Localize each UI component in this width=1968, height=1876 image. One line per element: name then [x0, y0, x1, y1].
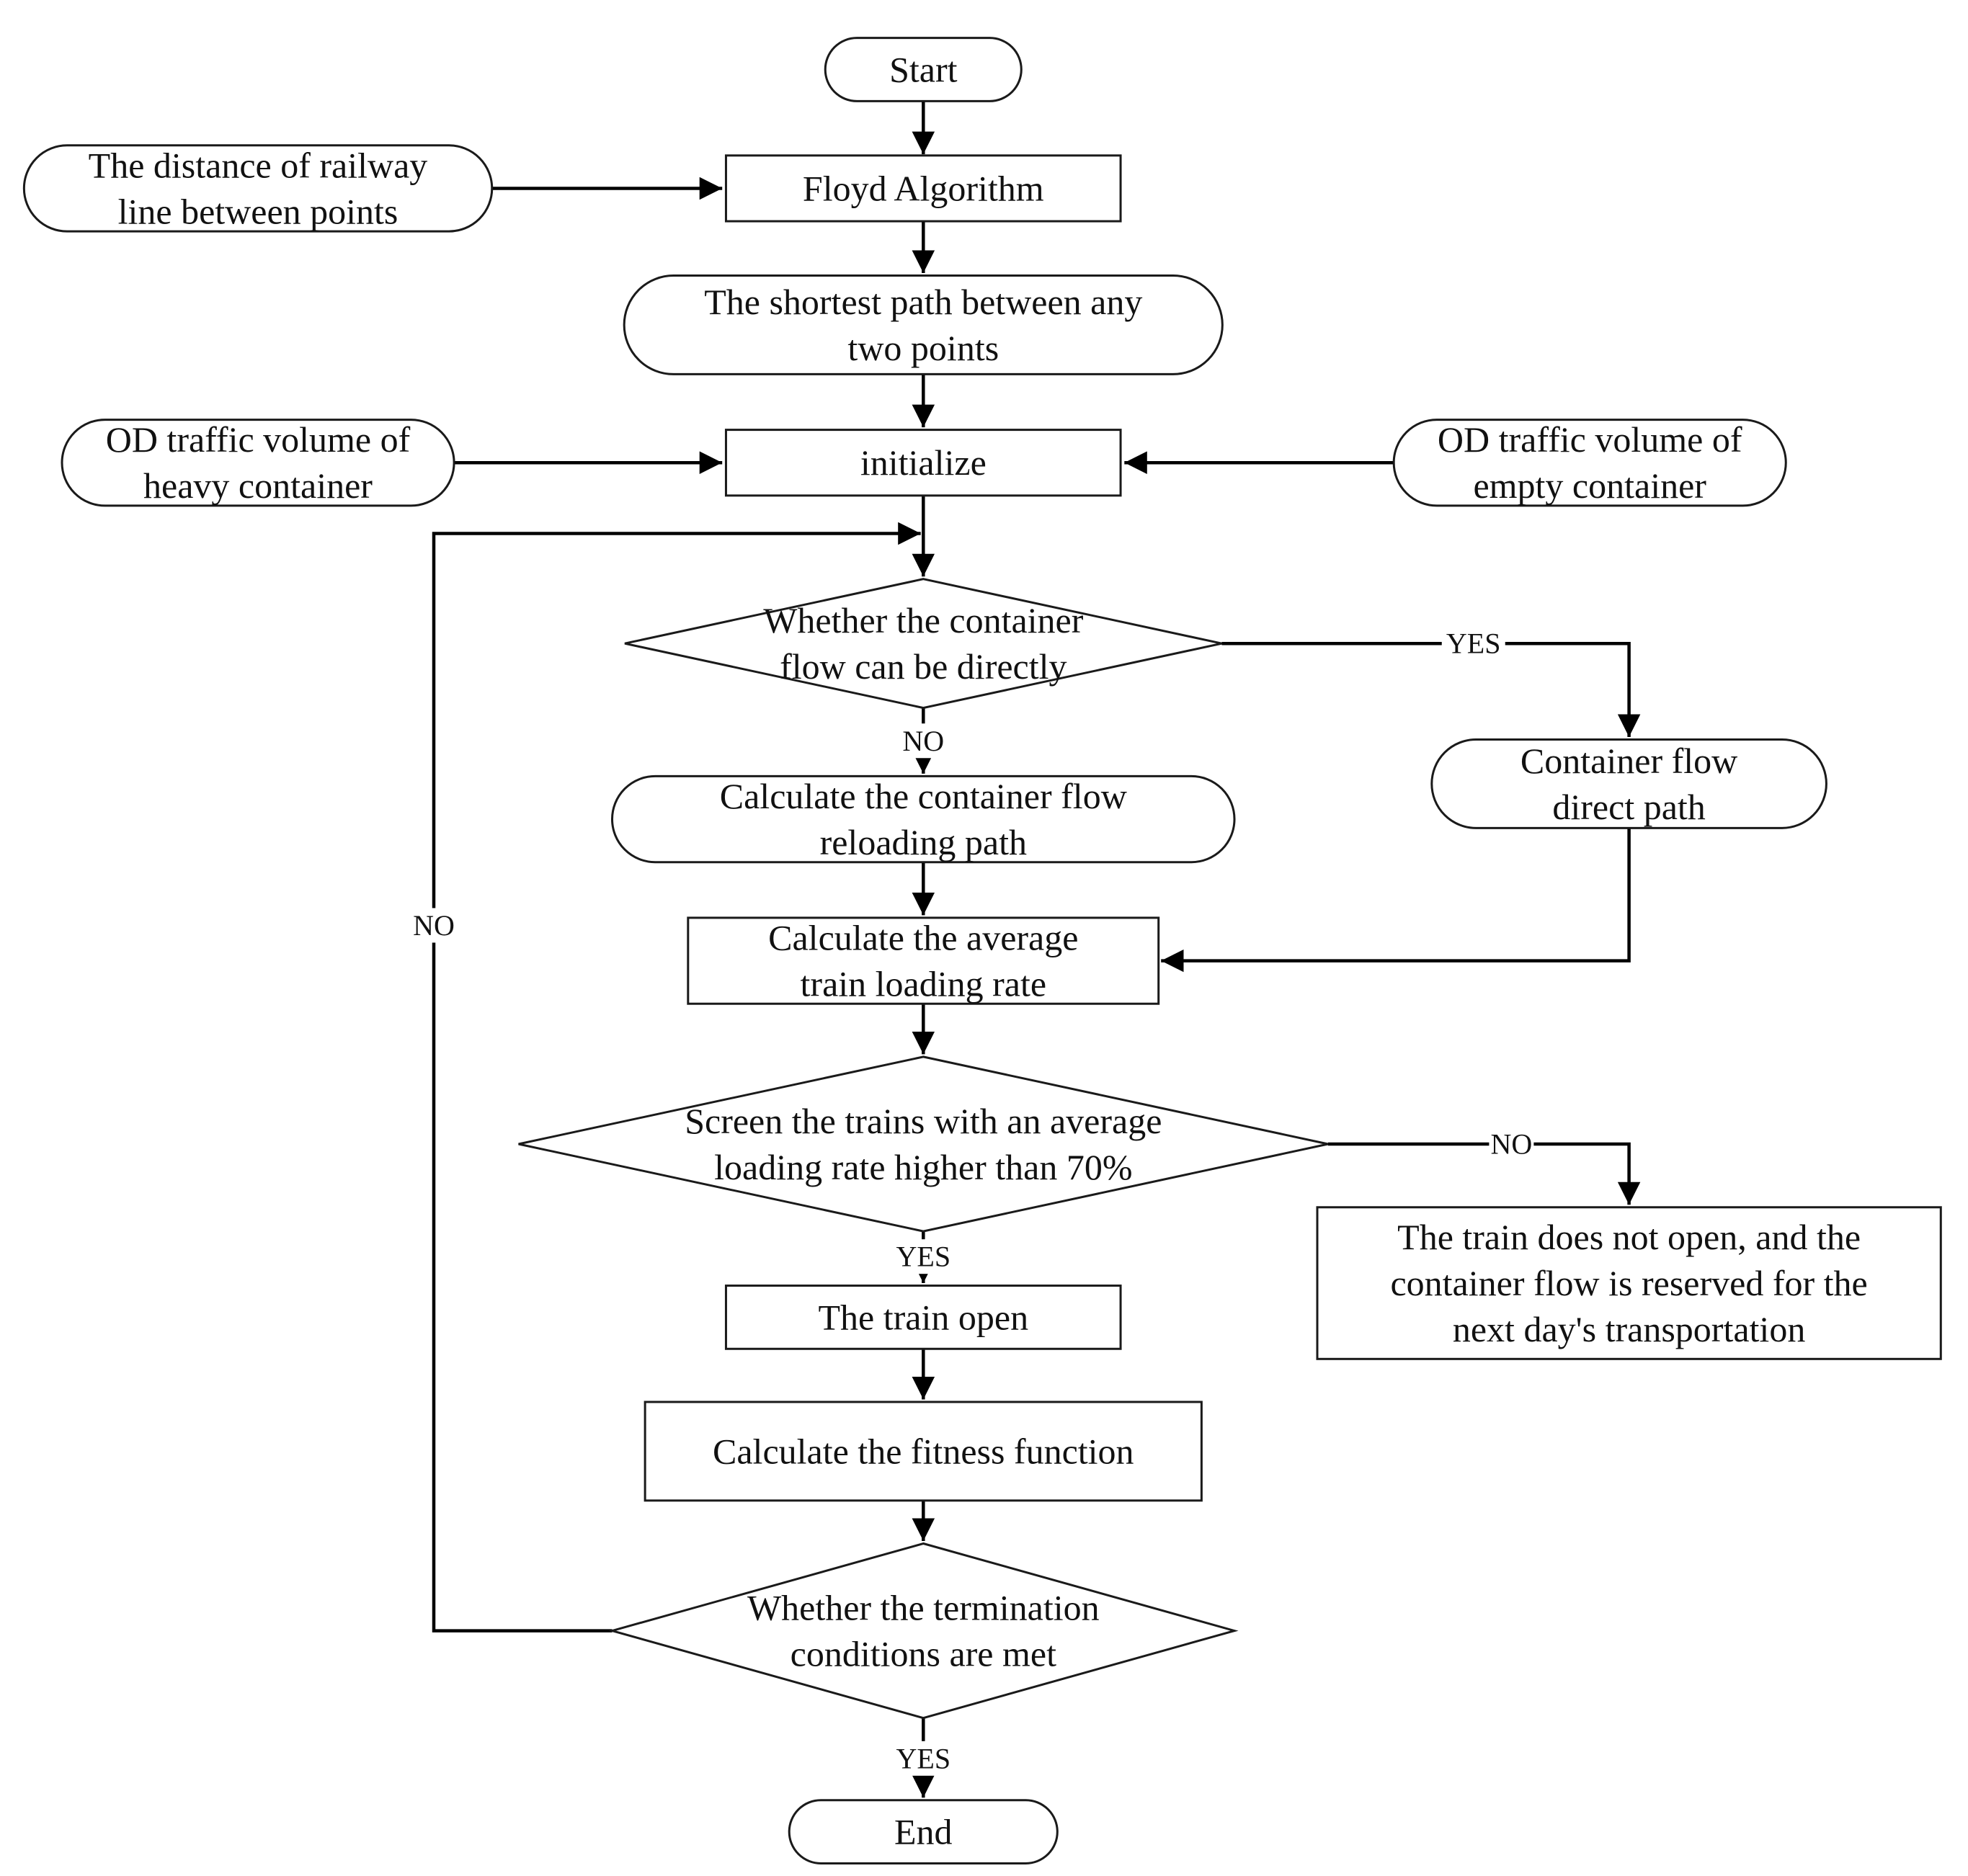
- edge-label-background: [901, 723, 946, 759]
- edge-label-text: NO: [413, 909, 455, 942]
- edge-label: YES: [1441, 626, 1505, 661]
- node-empty-od: OD traffic volume of empty container: [1392, 419, 1787, 507]
- node-text: End: [894, 1812, 953, 1852]
- node-text: Floyd Algorithm: [803, 169, 1044, 209]
- arrow-direct-decision-to-direct-path: [1221, 641, 1641, 737]
- node-end: End: [788, 1799, 1059, 1864]
- node-initialize: initialize: [724, 429, 1122, 497]
- terminal-shape: [22, 144, 494, 233]
- edge-label-text: NO: [1491, 1128, 1533, 1161]
- node-text: heavy container: [143, 465, 373, 506]
- terminal-shape: [824, 37, 1023, 102]
- edge-label-background: [411, 908, 457, 943]
- edge-label-background: [1489, 1127, 1534, 1162]
- node-avg-loading: Calculate the average train loading rate: [687, 916, 1160, 1005]
- terminal-shape: [610, 774, 1236, 864]
- edge-label-background: [1441, 626, 1505, 661]
- node-text: The train does not open, and the: [1397, 1217, 1861, 1257]
- decision-diamond: [607, 1542, 1239, 1720]
- process-box: [724, 154, 1122, 223]
- edge-label-background: [891, 1741, 956, 1776]
- node-text: empty container: [1473, 465, 1706, 506]
- arrow-direct-path-to-avg-loading: [1161, 828, 1631, 973]
- edge-label: NO: [901, 723, 946, 759]
- edge-label: YES: [891, 1741, 956, 1776]
- edge-label-text: YES: [896, 1742, 951, 1774]
- node-text: Whether the container: [763, 600, 1084, 640]
- terminal-shape: [1430, 738, 1827, 829]
- edge-label-background: [891, 1239, 956, 1274]
- node-text: conditions are met: [791, 1634, 1056, 1674]
- process-box: [1316, 1206, 1942, 1360]
- node-fitness: Calculate the fitness function: [644, 1401, 1203, 1502]
- node-direct-decision: Whether the container flow can be directl…: [624, 578, 1222, 710]
- node-text: Whether the termination: [747, 1588, 1100, 1628]
- process-box: [687, 916, 1160, 1005]
- edge-label: NO: [411, 908, 457, 943]
- arrow-screen-decision-to-train-not-open: [1327, 1142, 1641, 1205]
- node-train-open: The train open: [724, 1285, 1122, 1350]
- node-text: The shortest path between any: [704, 282, 1142, 322]
- node-text: The train open: [819, 1297, 1029, 1337]
- edge-label: YES: [891, 1239, 956, 1274]
- node-text: Screen the trains with an average: [685, 1101, 1162, 1141]
- node-text: Start: [889, 50, 958, 90]
- edge-label-text: NO: [902, 725, 944, 757]
- terminal-shape: [61, 419, 455, 507]
- terminal-shape: [788, 1799, 1059, 1864]
- decision-diamond: [518, 1055, 1329, 1233]
- terminal-shape: [623, 274, 1224, 375]
- node-text: line between points: [118, 192, 399, 232]
- node-text: next day's transportation: [1453, 1309, 1805, 1349]
- process-box: [644, 1401, 1203, 1502]
- decision-diamond: [624, 578, 1222, 710]
- node-text: flow can be directly: [780, 646, 1067, 687]
- node-start: Start: [824, 37, 1023, 102]
- node-direct-path: Container flow direct path: [1430, 738, 1827, 829]
- node-floyd: Floyd Algorithm: [724, 154, 1122, 223]
- node-text: Calculate the container flow: [720, 776, 1127, 816]
- node-text: Calculate the average: [768, 918, 1078, 958]
- edge-label-text: YES: [896, 1241, 951, 1273]
- connector-layer: [432, 101, 1641, 1798]
- process-box: [724, 429, 1122, 497]
- node-text: reloading path: [820, 822, 1027, 862]
- node-termination-decision: Whether the termination conditions are me…: [607, 1542, 1239, 1720]
- node-train-not-open: The train does not open, and the containe…: [1316, 1206, 1942, 1360]
- node-text: train loading rate: [801, 964, 1047, 1004]
- node-text: container flow is reserved for the: [1390, 1263, 1867, 1303]
- node-text: direct path: [1552, 787, 1705, 827]
- node-text: OD traffic volume of: [1438, 419, 1742, 460]
- node-text: The distance of railway: [89, 146, 428, 186]
- node-text: initialize: [860, 442, 987, 483]
- node-text: two points: [847, 328, 999, 368]
- node-text: Calculate the fitness function: [713, 1431, 1134, 1471]
- node-text: Container flow: [1520, 741, 1737, 781]
- edge-label-layer: YES NO NO YES NO YES: [411, 626, 1534, 1776]
- terminal-shape: [1392, 419, 1787, 507]
- edge-label: NO: [1489, 1127, 1534, 1162]
- node-text: OD traffic volume of: [106, 419, 411, 460]
- node-heavy-od: OD traffic volume of heavy container: [61, 419, 455, 507]
- node-screen-decision: Screen the trains with an average loading…: [518, 1055, 1329, 1233]
- edge-label-text: YES: [1446, 627, 1501, 660]
- node-reload-path: Calculate the container flow reloading pa…: [610, 774, 1236, 864]
- arrow-termination-decision-to-direct-decision: [432, 522, 921, 1632]
- node-shortest-path: The shortest path between any two points: [623, 274, 1224, 375]
- node-text: loading rate higher than 70%: [714, 1147, 1132, 1187]
- node-distance-input: The distance of railway line between poin…: [22, 144, 494, 233]
- process-box: [724, 1285, 1122, 1350]
